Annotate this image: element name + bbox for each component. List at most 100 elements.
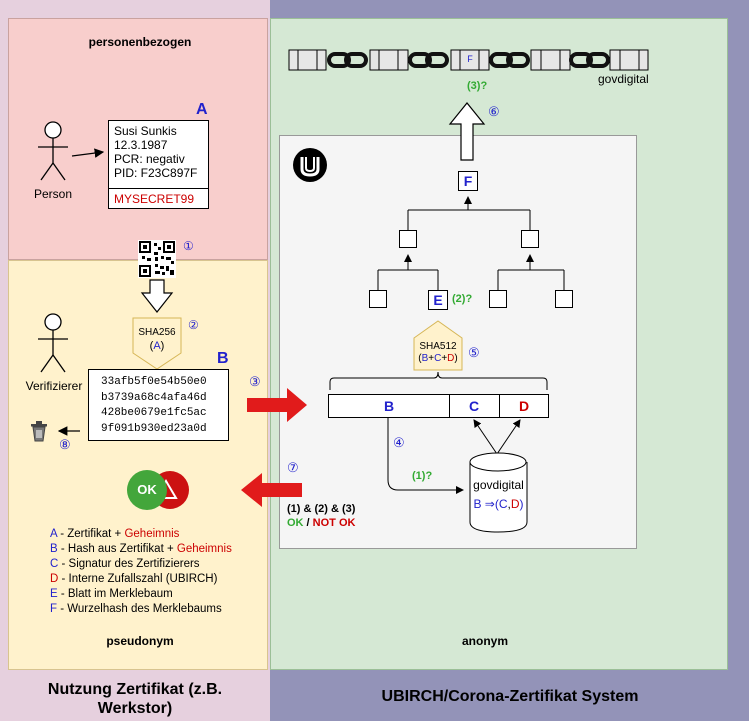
person-label: Person — [33, 187, 73, 201]
legend-text-e: - Blatt im Merklebaum — [57, 588, 173, 600]
question-3: (3)? — [467, 80, 488, 92]
legend-key-f: F — [50, 603, 58, 615]
legend-text-b: - Hash aus Zertifikat + — [57, 543, 177, 555]
sha512-name: SHA512 — [419, 341, 457, 352]
db-map-b: B — [473, 497, 482, 511]
cert-line-dob: 12.3.1987 — [114, 138, 168, 152]
sha256-arg-a: A — [153, 340, 161, 352]
record-field-c: C — [468, 398, 480, 414]
cert-label-a: A — [196, 101, 208, 118]
step-4-marker: ④ — [393, 435, 405, 450]
submit-arrow — [247, 388, 307, 422]
chain-name: govdigital — [598, 72, 649, 86]
sha256-name: SHA256 — [138, 327, 176, 338]
pseudonym-label: pseudonym — [106, 634, 174, 648]
chain-links — [327, 52, 610, 68]
verifier-label: Verifizierer — [25, 379, 83, 393]
b-to-db-arrow — [387, 418, 464, 494]
sha512-shape — [413, 320, 463, 371]
legend-extra-a: Geheimnis — [124, 528, 180, 540]
hash-line-4: 9f091b930ed23a0d — [101, 422, 207, 435]
step-7-marker: ⑦ — [287, 460, 299, 475]
personal-zone — [8, 18, 268, 260]
hash-label-b: B — [217, 350, 229, 367]
record-divider-2 — [499, 395, 500, 417]
result-outcome: OK / NOT OK — [287, 517, 355, 529]
db-name: govdigital — [473, 478, 524, 492]
legend-text-c: - Signatur des Zertifizierers — [58, 558, 200, 570]
step-3-marker: ③ — [249, 374, 261, 389]
record-field-d: D — [518, 398, 530, 414]
anonym-label: anonym — [461, 634, 508, 648]
db-map-arrow: ⇒ — [484, 497, 495, 511]
legend-text-a: - Zertifikat + — [57, 528, 125, 540]
merkle-node-left — [399, 230, 417, 248]
legend-item-f: F - Wurzelhash des Merklebaums — [50, 602, 232, 617]
cert-divider — [109, 188, 208, 189]
legend-key-e: E — [50, 588, 58, 600]
verifier-actor-icon — [38, 313, 68, 373]
right-title: UBIRCH/Corona-Zertifikat System — [381, 688, 639, 705]
merkle-leaf-e-label: E — [433, 292, 443, 308]
certificate-card: Susi Sunkis 12.3.1987 PCR: negativ PID: … — [108, 120, 209, 209]
merkle-leaf-3 — [489, 290, 507, 308]
hash-line-3: 428be0679e1fc5ac — [101, 407, 207, 419]
legend-extra-b: Geheimnis — [176, 543, 232, 555]
merkle-leaf-1 — [369, 290, 387, 308]
merkle-leaf-4 — [555, 290, 573, 308]
chain-block-f: F — [467, 54, 473, 64]
person-actor-icon — [38, 121, 68, 181]
sha256-arg: (A) — [149, 340, 165, 352]
cert-line-pid: PID: F23C897F — [114, 166, 198, 180]
qr-down-arrow — [140, 279, 174, 313]
legend: A - Zertifikat + Geheimnis B - Hash aus … — [50, 527, 232, 617]
result-ok: OK — [287, 517, 304, 529]
legend-key-a: A — [50, 528, 58, 540]
sha512-arg-c: C — [434, 353, 442, 364]
result-arrow — [241, 473, 302, 507]
merkle-leaf-e: E — [428, 290, 448, 310]
hash-box: 33afb5f0e54b50e0 b3739a68c4afa46d 428be0… — [88, 369, 229, 441]
left-title: Nutzung Zertifikat (z.B. Werkstor) — [47, 681, 223, 717]
legend-item-d: D - Interne Zufallszahl (UBIRCH) — [50, 572, 232, 587]
cert-line-pcr: PCR: negativ — [114, 152, 185, 166]
legend-item-e: E - Blatt im Merklebaum — [50, 587, 232, 602]
legend-key-d: D — [50, 573, 59, 585]
sha512-arg-d: D — [447, 353, 455, 364]
sha256-shape — [132, 317, 182, 370]
cert-line-name: Susi Sunkis — [114, 124, 177, 138]
record-divider-1 — [449, 395, 450, 417]
merkle-node-right — [521, 230, 539, 248]
result-condition: (1) & (2) & (3) — [287, 503, 356, 515]
merkle-tree-edges — [377, 196, 565, 290]
db-mapping: B ⇒(C,D) — [473, 497, 524, 511]
ok-badge-text: OK — [137, 482, 157, 497]
db-to-c-arrow — [473, 419, 498, 455]
hash-line-2: b3739a68c4afa46d — [101, 391, 207, 404]
ok-notok-badge — [127, 470, 189, 510]
legend-text-f: - Wurzelhash des Merklebaums — [57, 603, 222, 615]
person-to-cert-arrow — [71, 148, 105, 158]
question-2: (2)? — [452, 293, 473, 305]
legend-item-c: C - Signatur des Zertifizierers — [50, 557, 232, 572]
question-1: (1)? — [412, 470, 433, 482]
step-6-marker: ⑥ — [488, 104, 500, 119]
personal-label: personenbezogen — [88, 35, 192, 49]
hash-line-1: 33afb5f0e54b50e0 — [101, 376, 207, 388]
blockchain — [288, 49, 649, 71]
result-sep: / — [303, 517, 313, 529]
anchor-up-arrow — [448, 102, 486, 161]
legend-key-c: C — [50, 558, 59, 570]
step-1-marker: ① — [183, 239, 194, 253]
qr-code-icon — [138, 240, 176, 278]
step-8-marker: ⑧ — [59, 437, 71, 452]
record-field-b: B — [383, 398, 395, 414]
merkle-root-f: F — [458, 171, 478, 191]
ubirch-logo-icon — [293, 148, 327, 182]
record-brace — [329, 371, 548, 390]
db-map-d: D — [510, 497, 520, 511]
db-to-d-arrow — [496, 419, 521, 455]
step-2-marker: ② — [188, 318, 199, 332]
legend-item-b: B - Hash aus Zertifikat + Geheimnis — [50, 542, 232, 557]
